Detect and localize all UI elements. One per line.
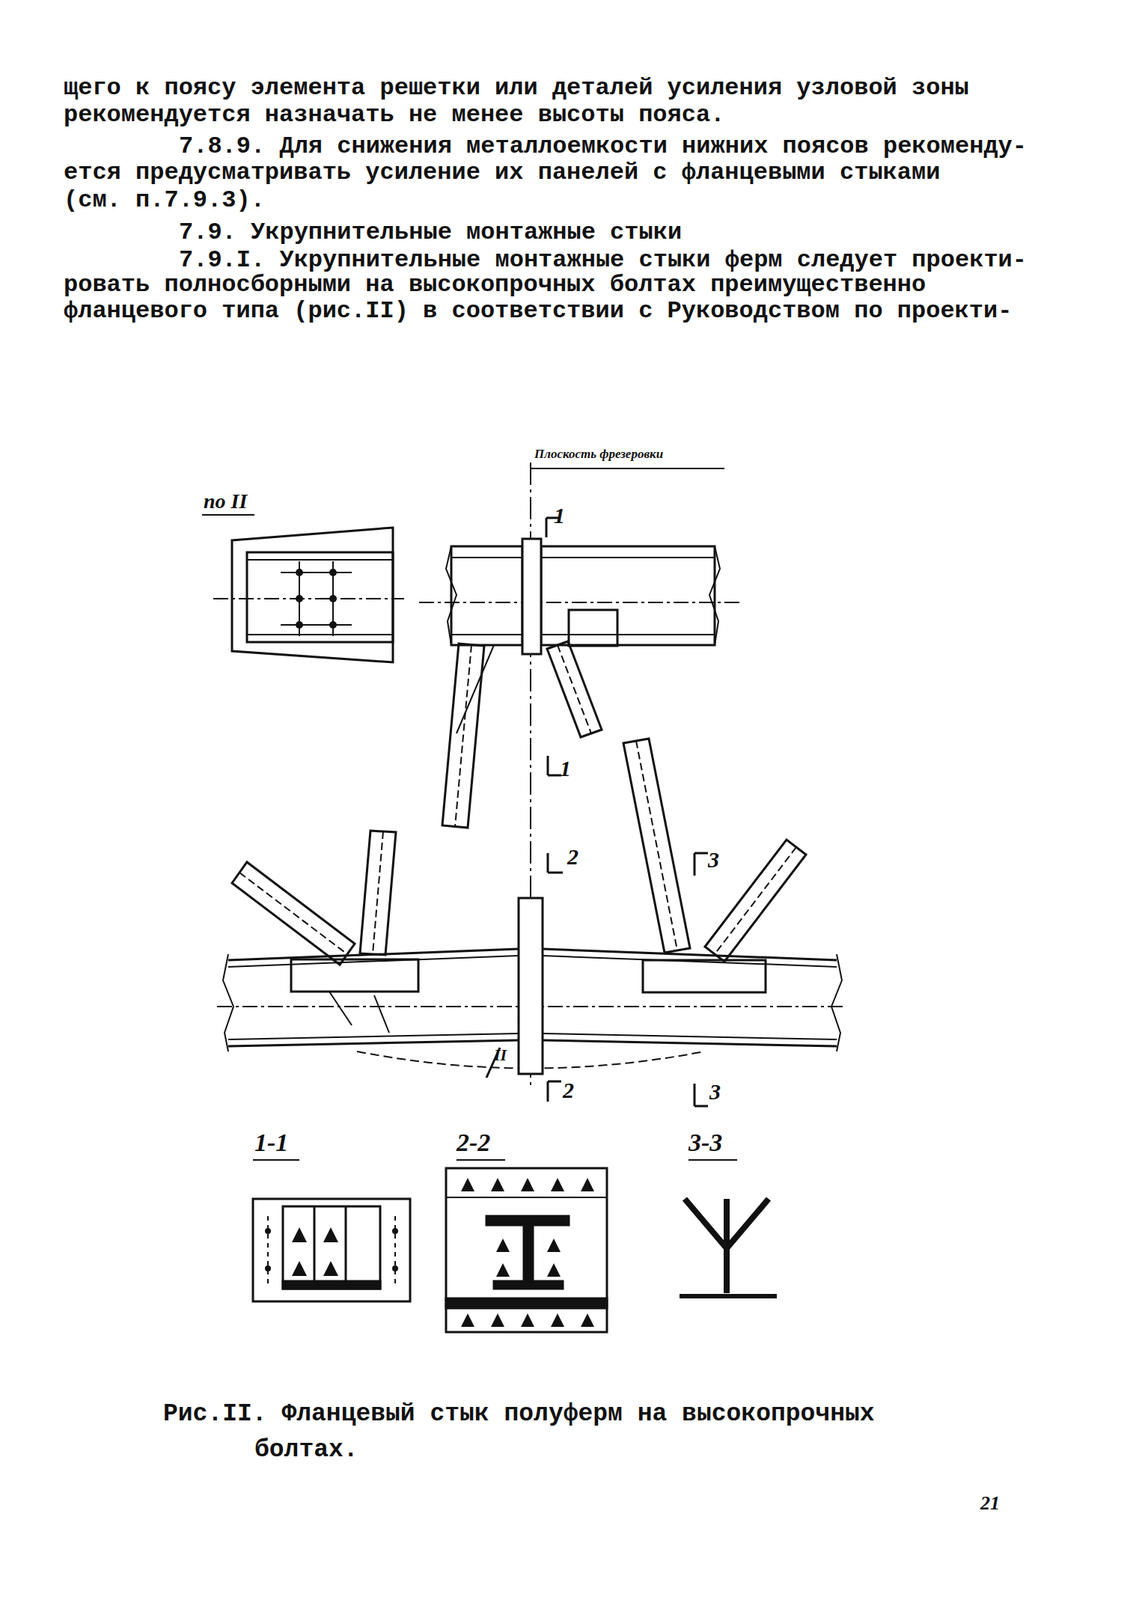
body-text-line: ровать полносборными на высокопрочных бо… [63,271,926,299]
section-number: 2 [562,1077,574,1103]
flange-view [202,514,405,663]
section-number: 3 [707,847,720,872]
section-number: 3 [709,1079,721,1104]
leader-line [530,467,725,470]
body-text-line: 7.8.9. Для снижения металлоемкости нижни… [178,133,1027,161]
section-number: 2 [567,844,579,869]
plane-label: Плоскость фрезеровки [534,447,664,462]
figure-caption: Рис.II. Фланцевый стык полуферм на высок… [163,1396,942,1469]
upper-chord [419,538,741,655]
page-number: 21 [980,1492,1000,1515]
body-text-line: щего к поясу элемента решетки или детале… [63,74,970,102]
body-text-line: 7.9.I. Укрупнительные монтажные стыки фе… [178,246,1027,274]
lower-chord [217,898,846,1074]
body-text-line: (см. п.7.9.3). [63,187,265,215]
section-number: 1 [559,755,572,781]
view-mark: II [493,1046,507,1065]
section-3-3 [679,1159,777,1297]
section-1-1 [252,1159,411,1302]
section-2-2 [446,1159,607,1333]
section-title: 1-1 [254,1128,289,1157]
section-title: 2-2 [456,1128,491,1157]
section-title: 3-3 [688,1128,723,1157]
section-mark [486,517,708,1107]
body-text-line: ется предусматривать усиление их панелей… [63,159,940,187]
view-label: по II [203,490,247,514]
section-heading: 7.9. Укрупнительные монтажные стыки [178,219,682,247]
body-text-line: фланцевого типа (рис.II) в соответствии … [63,297,1012,325]
section-number: 1 [553,502,566,528]
body-text-line: рекомендуется назначать не менее высоты … [63,101,725,129]
